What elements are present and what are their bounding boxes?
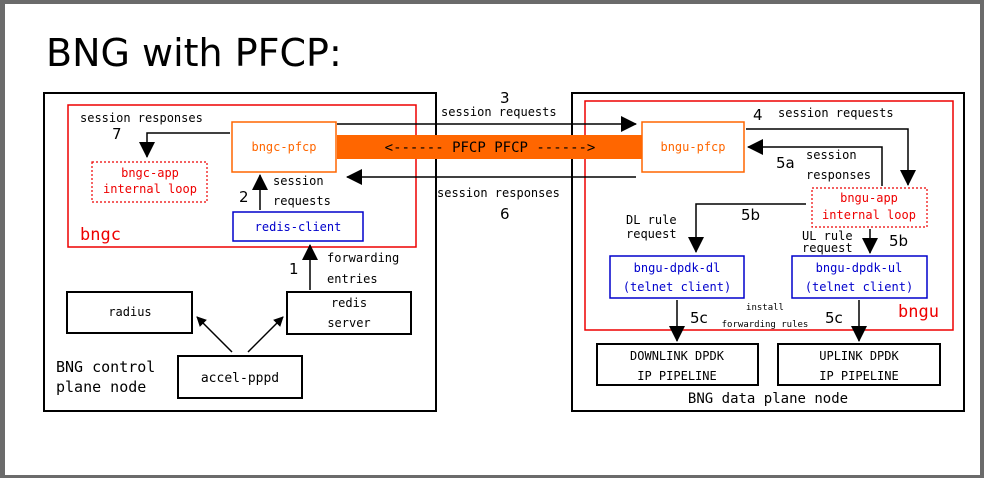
bngu-dpdk-ul-label-line2: (telnet client) (805, 280, 913, 294)
redis-server-label-line2: server (327, 316, 370, 330)
step3-number: 3 (500, 89, 510, 107)
bngc-pfcp-label: bngc-pfcp (251, 140, 316, 154)
bngu-pfcp-label: bngu-pfcp (660, 140, 725, 154)
step5a-number: 5a (776, 154, 795, 172)
bngu-pfcp-box (641, 121, 745, 173)
step5c-label-line1: install (746, 303, 784, 313)
arrow-pfcp-to-bngu-app-4 (746, 128, 916, 186)
step5a-label-line2: responses (806, 168, 871, 182)
arrow-accel-to-radius (196, 316, 233, 353)
step5c-label-line2: forwarding rules (722, 320, 809, 330)
arrow-bngu-app-to-pfcp-5a (747, 139, 883, 186)
uplink-pipeline-box (777, 343, 941, 386)
step5b-dl-label-line1: DL rule (626, 213, 677, 227)
uplink-pipeline-label-line2: IP PIPELINE (819, 369, 898, 383)
step5b-ul-label-line2: request (802, 241, 853, 255)
pfcp-link-label: <------ PFCP PFCP ------> (385, 140, 596, 156)
bngc-box (67, 104, 417, 248)
radius-box (66, 291, 193, 334)
bngc-label: bngc (80, 225, 121, 245)
step3-label: session requests (441, 105, 557, 119)
downlink-pipeline-label-line2: IP PIPELINE (637, 369, 716, 383)
step2-label-line2: requests (273, 194, 331, 208)
step1-label-line2: entries (327, 272, 378, 286)
downlink-pipeline-box (596, 343, 759, 386)
redis-client-box (232, 211, 364, 242)
step2-number: 2 (239, 188, 249, 206)
arrow-pfcp-to-bngc-app (139, 132, 230, 158)
step5b-dl-label-line2: request (626, 227, 677, 241)
step4-label: session requests (778, 106, 894, 120)
redis-server-label-line1: redis (331, 296, 367, 310)
bngc-app-label-line2: internal loop (103, 182, 197, 196)
data-plane-node-box (571, 92, 965, 412)
bngu-dpdk-ul-box (791, 255, 928, 299)
bngu-dpdk-dl-box (609, 255, 745, 299)
step2-label-line1: session (273, 174, 324, 188)
page-title: BNG with PFCP: (46, 31, 342, 75)
control-plane-node-box (43, 92, 437, 412)
step6-number: 6 (500, 205, 510, 223)
step5a-label-line1: session (806, 148, 857, 162)
slide-background (5, 4, 980, 475)
bngu-app-box (811, 187, 928, 228)
step5c-ul-number: 5c (825, 309, 843, 327)
step4-number: 4 (753, 106, 763, 124)
arrow-accel-to-redis-server (247, 316, 284, 353)
bngu-app-label-line1: bngu-app (840, 191, 898, 205)
radius-label: radius (108, 305, 151, 319)
data-node-label: BNG data plane node (688, 391, 848, 407)
arrow-app-to-dpdk-dl-5b (688, 203, 806, 253)
bngc-pfcp-box (231, 121, 337, 173)
control-node-label-line2: plane node (56, 378, 146, 396)
step5b-dl-number: 5b (741, 206, 760, 224)
step5b-ul-label-line1: UL rule (802, 229, 853, 243)
bngc-app-box (91, 161, 208, 203)
accel-pppd-label: accel-pppd (201, 371, 279, 386)
downlink-pipeline-label-line1: DOWNLINK DPDK (630, 349, 725, 363)
step1-number: 1 (289, 260, 299, 278)
bngu-dpdk-ul-label-line1: bngu-dpdk-ul (816, 261, 903, 275)
step1-label-line1: forwarding (327, 251, 399, 265)
step6-label: session responses (437, 186, 560, 200)
accel-pppd-box (177, 355, 303, 399)
pfcp-link-bar (337, 135, 642, 159)
bngc-app-label-line1: bngc-app (121, 166, 179, 180)
control-node-label-line1: BNG control (56, 358, 155, 376)
step7-label: session responses (80, 111, 203, 125)
bngu-dpdk-dl-label-line2: (telnet client) (623, 280, 731, 294)
bngu-label: bngu (898, 302, 939, 322)
step5b-ul-number: 5b (889, 232, 908, 250)
step7-number: 7 (112, 125, 122, 143)
step5c-dl-number: 5c (690, 309, 708, 327)
bngu-app-label-line2: internal loop (822, 208, 916, 222)
redis-client-label: redis-client (255, 220, 342, 234)
uplink-pipeline-label-line1: UPLINK DPDK (819, 349, 899, 363)
bngu-box (584, 100, 954, 331)
redis-server-box (286, 291, 412, 335)
bngu-dpdk-dl-label-line1: bngu-dpdk-dl (634, 261, 721, 275)
